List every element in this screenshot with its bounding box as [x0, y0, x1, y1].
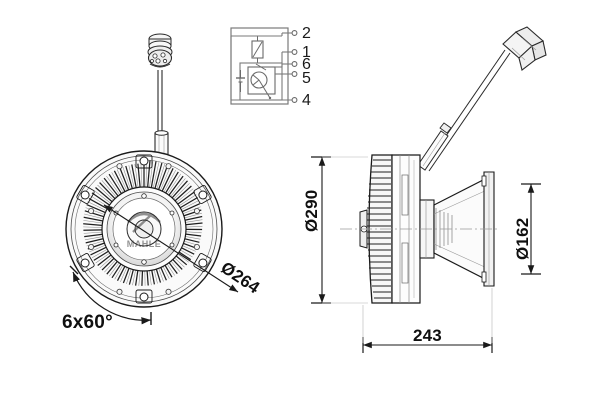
dim-label-243: 243	[413, 326, 442, 345]
dim-6x60-arc	[69, 265, 152, 325]
dim-label-bolt-pattern: 6x60°	[62, 312, 113, 333]
terminal-label-4: 4	[302, 92, 311, 109]
terminal-label-5: 5	[302, 70, 311, 87]
front-connector-plug	[147, 33, 173, 68]
terminal-node-2	[291, 30, 298, 36]
terminal-node-5	[291, 71, 298, 77]
terminal-nodes	[291, 30, 298, 103]
terminal-label-6: 6	[302, 56, 311, 73]
terminal-label-1: 1	[302, 44, 311, 61]
sensor-coil-symbol	[247, 63, 276, 100]
front-view-group: MAHLE	[65, 33, 239, 325]
dim-264-leader	[103, 204, 239, 293]
fan-clutch-body: MAHLE	[65, 150, 223, 308]
dimension-lines	[311, 156, 541, 353]
side-cable	[417, 26, 547, 172]
resistor-symbol	[251, 36, 264, 63]
side-connector-plug	[502, 26, 547, 71]
dim-label-290: Ø290	[302, 189, 321, 232]
terminal-node-6	[291, 61, 298, 67]
center-hub: MAHLE	[101, 186, 187, 272]
svg-text:MAHLE: MAHLE	[127, 239, 162, 249]
terminal-node-1	[291, 49, 298, 55]
terminal-node-4	[291, 97, 298, 103]
battery-symbol	[236, 70, 245, 92]
dim-label-162: Ø162	[513, 217, 532, 260]
side-view-group	[340, 26, 547, 304]
side-fan-disc	[359, 154, 421, 304]
wiring-diagram-group	[230, 27, 298, 105]
terminal-label-2: 2	[302, 25, 311, 42]
